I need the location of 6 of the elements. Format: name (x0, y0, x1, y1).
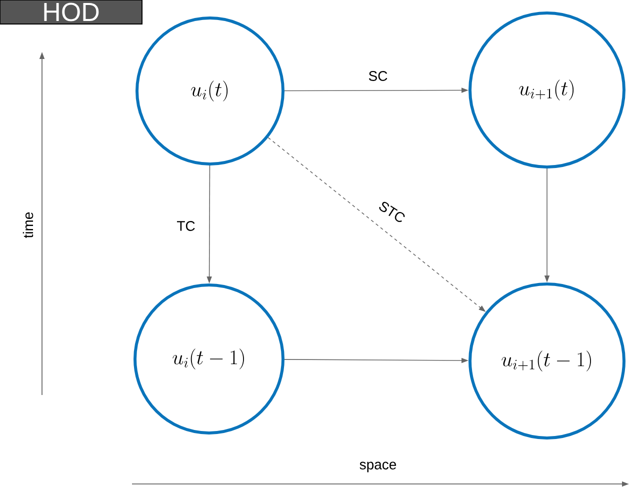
edge-label: TC (175, 220, 197, 232)
edge-label: STC (375, 198, 409, 226)
title-tag: HOD (0, 0, 142, 24)
edge-label: SC (366, 70, 390, 82)
axis-label: time (22, 212, 34, 238)
axis-label: space (360, 462, 396, 472)
